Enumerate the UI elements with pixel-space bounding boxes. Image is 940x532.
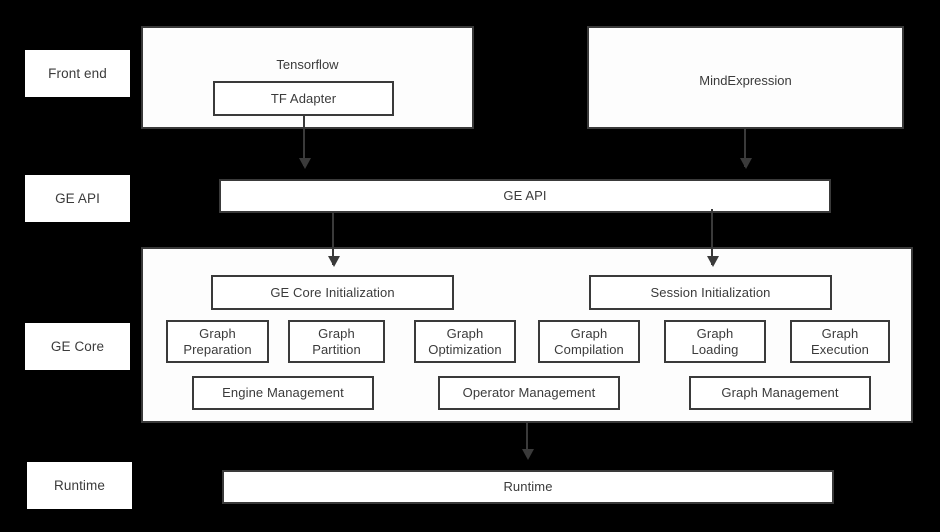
graph-partition-label: Graph Partition xyxy=(312,326,361,357)
connector-ge-api-to-session-init xyxy=(711,209,713,265)
graph-loading-label: Graph Loading xyxy=(691,326,739,357)
runtime-box[interactable]: Runtime xyxy=(222,470,834,504)
mindexpression-title: MindExpression xyxy=(699,73,792,88)
tf-adapter-label: TF Adapter xyxy=(270,90,337,106)
ge-core-initialization-box[interactable]: GE Core Initialization xyxy=(211,275,454,310)
lane-label-front-end: Front end xyxy=(25,50,130,97)
ge-api-label: GE API xyxy=(503,188,547,204)
connector-ge-api-to-ge-core-init xyxy=(332,213,334,265)
lane-label-ge-api-text: GE API xyxy=(55,190,100,206)
runtime-label: Runtime xyxy=(503,479,553,495)
connector-mindexpression-to-ge-api xyxy=(744,129,746,167)
graph-compilation-box[interactable]: Graph Compilation xyxy=(538,320,640,363)
arrowhead-ge-api-to-ge-core-init xyxy=(328,256,340,267)
graph-execution-label: Graph Execution xyxy=(811,326,869,357)
mindexpression-panel: MindExpression xyxy=(587,26,904,129)
lane-label-ge-core-text: GE Core xyxy=(50,338,105,354)
ge-api-box[interactable]: GE API xyxy=(219,179,831,213)
graph-preparation-label: Graph Preparation xyxy=(183,326,252,357)
graph-execution-box[interactable]: Graph Execution xyxy=(790,320,890,363)
arrowhead-mindexpression-to-ge-api xyxy=(740,158,752,169)
graph-management-label: Graph Management xyxy=(721,385,839,401)
operator-management-label: Operator Management xyxy=(462,385,596,401)
connector-ge-core-to-runtime xyxy=(526,423,528,456)
tf-adapter-box[interactable]: TF Adapter xyxy=(213,81,394,116)
connector-tf-adapter-to-ge-api xyxy=(303,116,305,166)
graph-management-box[interactable]: Graph Management xyxy=(689,376,871,410)
lane-label-runtime-text: Runtime xyxy=(54,477,105,493)
graph-loading-box[interactable]: Graph Loading xyxy=(664,320,766,363)
lane-label-ge-core: GE Core xyxy=(25,323,130,370)
graph-compilation-label: Graph Compilation xyxy=(554,326,624,357)
lane-label-front-end-text: Front end xyxy=(48,65,107,81)
arrowhead-ge-core-to-runtime xyxy=(522,449,534,460)
session-initialization-label: Session Initialization xyxy=(650,284,771,300)
lane-label-ge-api: GE API xyxy=(25,175,130,222)
graph-preparation-box[interactable]: Graph Preparation xyxy=(166,320,269,363)
engine-management-label: Engine Management xyxy=(222,385,344,401)
lane-label-runtime: Runtime xyxy=(27,462,132,509)
graph-optimization-label: Graph Optimization xyxy=(428,326,502,357)
arrowhead-tf-adapter-to-ge-api xyxy=(299,158,311,169)
engine-management-box[interactable]: Engine Management xyxy=(192,376,374,410)
operator-management-box[interactable]: Operator Management xyxy=(438,376,620,410)
graph-partition-box[interactable]: Graph Partition xyxy=(288,320,385,363)
session-initialization-box[interactable]: Session Initialization xyxy=(589,275,832,310)
ge-core-initialization-label: GE Core Initialization xyxy=(270,284,395,300)
arrowhead-ge-api-to-session-init xyxy=(707,256,719,267)
tensorflow-title: Tensorflow xyxy=(276,57,339,72)
graph-optimization-box[interactable]: Graph Optimization xyxy=(414,320,516,363)
